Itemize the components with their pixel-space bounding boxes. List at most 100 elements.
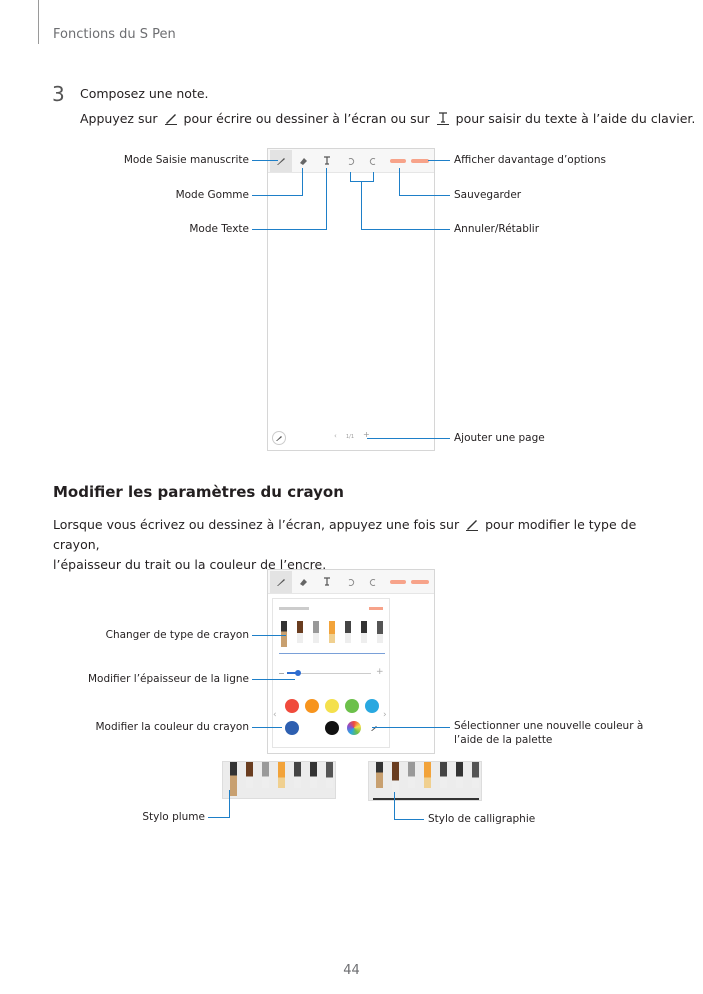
zoom2-pen-orange (424, 762, 431, 788)
pen-marker[interactable] (361, 621, 367, 643)
step-title: Composez une note. (80, 86, 209, 101)
color-swatch-row1-3[interactable] (325, 699, 339, 713)
save-button[interactable] (390, 159, 406, 163)
more-options-button-2[interactable] (411, 580, 429, 584)
color-swatch-row1-2[interactable] (305, 699, 319, 713)
color-swatch-row1-1[interactable] (285, 699, 299, 713)
pen-fountain[interactable] (281, 621, 287, 647)
add-page-button[interactable]: + (363, 430, 370, 439)
draw-button-icon[interactable] (272, 431, 286, 445)
pen-settings-panel: + ‹ › (272, 598, 390, 748)
color-swatch-row2-2[interactable] (325, 721, 339, 735)
handwriting-mode-button-2[interactable] (270, 571, 292, 593)
page-number: 44 (343, 963, 360, 978)
callout-handwriting (252, 160, 278, 161)
header-title: Fonctions du S Pen (53, 27, 176, 42)
text-mode-button[interactable] (316, 150, 338, 172)
calligraphy-pen-zoom (368, 761, 482, 801)
text-mode-icon (436, 111, 450, 125)
zoom1-pen-grey (262, 762, 269, 788)
undo-button-2[interactable] (340, 571, 362, 593)
label-pen-color: Modifier la couleur du crayon (95, 721, 250, 733)
pen-preview-line (279, 653, 385, 654)
label-palette-color: Sélectionner une nouvelle couleur à l’ai… (454, 719, 643, 747)
pen-settings-toolbar (268, 570, 434, 594)
step-desc-part3: pour saisir du texte à l’aide du clavier… (455, 111, 696, 126)
panel-header-bar (279, 607, 309, 610)
callout-fountain-v (229, 790, 230, 818)
callout-add-page (367, 438, 450, 439)
undo-button[interactable] (340, 150, 362, 172)
pen-icon (164, 111, 178, 125)
pen-grey[interactable] (313, 621, 319, 643)
pen-brown[interactable] (297, 621, 303, 643)
color-next-icon[interactable]: › (383, 710, 387, 720)
label-handwriting-mode: Mode Saisie manuscrite (123, 154, 249, 166)
color-swatch-row1-4[interactable] (345, 699, 359, 713)
handwriting-mode-button[interactable] (270, 150, 292, 172)
page-indicator: 1/1 (346, 434, 355, 440)
redo-button[interactable] (362, 150, 384, 172)
zoom2-pen-calligraphy (392, 762, 399, 796)
color-palette-button[interactable] (347, 721, 361, 735)
note-screen: ‹ 1/1 + (267, 148, 435, 451)
callout-eraser-v (302, 168, 303, 196)
zoom1-pen-black (294, 762, 301, 788)
thickness-track[interactable] (287, 673, 371, 674)
thickness-plus-icon[interactable]: + (376, 667, 384, 677)
zoom1-pen-fountain (230, 762, 237, 796)
step-number: 3 (52, 82, 65, 106)
label-line-thickness: Modifier l’épaisseur de la ligne (87, 673, 249, 685)
label-text-mode: Mode Texte (189, 223, 249, 235)
callout-thickness (252, 679, 295, 680)
pen-thin[interactable] (377, 621, 383, 643)
zoom1-pen-marker (310, 762, 317, 788)
save-button-2[interactable] (390, 580, 406, 584)
fountain-pen-zoom (222, 761, 336, 799)
callout-undo-redo-v (361, 182, 362, 230)
label-more-options: Afficher davantage d’options (454, 154, 606, 166)
zoom2-pen-marker (456, 762, 463, 788)
callout-redo-bracket-r (373, 172, 374, 182)
section-desc-part1: Lorsque vous écrivez ou dessinez à l’écr… (53, 517, 460, 532)
calligraphy-stroke (373, 798, 479, 800)
callout-calligraphy-h (394, 819, 424, 820)
callout-save-v (399, 168, 400, 196)
section-description: Lorsque vous écrivez ou dessinez à l’écr… (53, 515, 653, 575)
callout-eraser-h (252, 195, 303, 196)
eraser-mode-button[interactable] (292, 150, 314, 172)
section-desc-part2: pour modifier le type de crayon, (53, 517, 637, 552)
callout-undo-redo-h (361, 229, 450, 230)
prev-page-icon[interactable]: ‹ (334, 432, 337, 440)
color-prev-icon[interactable]: ‹ (273, 710, 277, 720)
thickness-fill (287, 672, 297, 674)
more-options-button[interactable] (411, 159, 429, 163)
color-swatch-row1-5[interactable] (365, 699, 379, 713)
zoom1-pen-orange (278, 762, 285, 788)
pen-black[interactable] (345, 621, 351, 643)
section-desc-line2: l’épaisseur du trait ou la couleur de l’… (53, 557, 327, 572)
header-divider (38, 0, 39, 44)
pen-settings-screen: + ‹ › (267, 569, 435, 754)
note-toolbar (268, 149, 434, 173)
step-desc-part2: pour écrire ou dessiner à l’écran ou sur (183, 111, 430, 126)
pen-orange[interactable] (329, 621, 335, 643)
callout-text-v (326, 168, 327, 230)
thickness-minus-icon[interactable] (279, 673, 284, 674)
label-change-pen-type: Changer de type de crayon (105, 629, 249, 641)
label-fountain-pen: Stylo plume (142, 811, 205, 823)
label-save: Sauvegarder (454, 189, 522, 201)
label-palette-line1: Sélectionner une nouvelle couleur à (454, 720, 644, 732)
section-title: Modifier les paramètres du crayon (53, 483, 344, 501)
color-swatch-row2-1[interactable] (285, 721, 299, 735)
panel-close-pill[interactable] (369, 607, 383, 610)
thickness-thumb[interactable] (295, 670, 301, 676)
callout-more-options (428, 160, 450, 161)
callout-calligraphy-v (394, 792, 395, 820)
zoom2-pen-fountain (376, 762, 383, 788)
redo-button-2[interactable] (362, 571, 384, 593)
eraser-mode-button-2[interactable] (292, 571, 314, 593)
callout-text-h (252, 229, 327, 230)
text-mode-button-2[interactable] (316, 571, 338, 593)
label-calligraphy-pen: Stylo de calligraphie (428, 813, 536, 825)
